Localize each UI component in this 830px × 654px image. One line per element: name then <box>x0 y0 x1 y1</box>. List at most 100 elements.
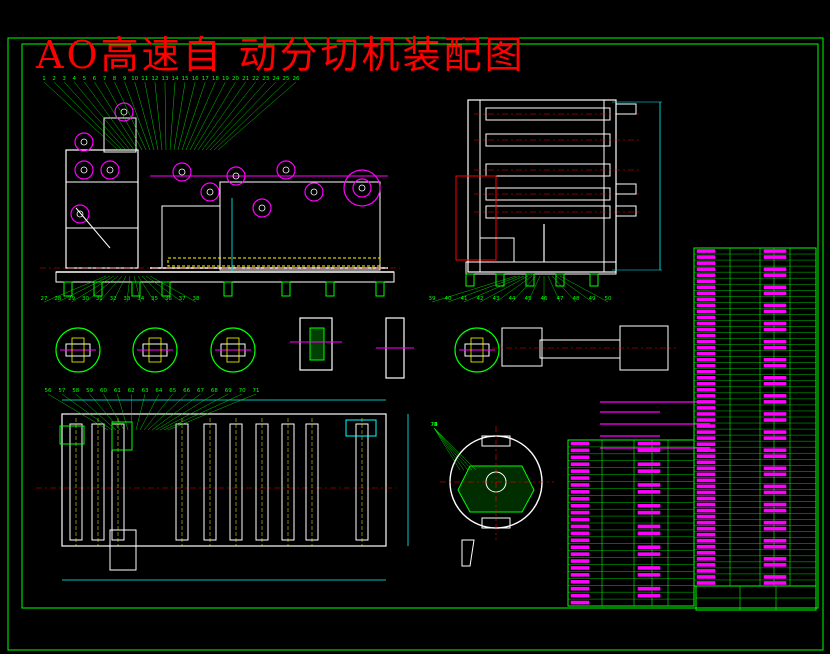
table-cell-mark <box>696 532 716 537</box>
table-cell-mark <box>570 483 590 487</box>
callout-number: 47 <box>557 296 564 302</box>
table-cell-mark <box>696 478 716 483</box>
callout-number: 5 <box>83 76 87 82</box>
table-cell-mark <box>696 460 716 465</box>
callout-number: 25 <box>282 76 289 82</box>
shaft-end <box>615 205 637 217</box>
table-cell-mark <box>696 424 716 428</box>
table-cell-mark <box>696 351 716 356</box>
callout-leader <box>117 393 129 431</box>
callout-leader <box>114 81 147 151</box>
callout-leader <box>85 275 119 303</box>
callout-leader <box>94 81 139 151</box>
callout-leader <box>141 275 169 303</box>
table-cell-mark <box>763 520 787 525</box>
callout-leader <box>167 393 257 431</box>
callout-number: 30 <box>82 296 89 302</box>
callout-number: 32 <box>110 296 117 302</box>
callout-leader <box>433 427 465 471</box>
callout-leader <box>89 393 121 431</box>
callout-leader <box>84 81 135 151</box>
callout-leader <box>217 81 297 151</box>
callout-number: 16 <box>192 76 199 82</box>
callout-leader <box>149 275 197 303</box>
callout-number: 58 <box>72 388 79 394</box>
roller-hub <box>258 204 266 212</box>
roller-hub <box>80 166 88 174</box>
callout-number: 56 <box>45 388 52 394</box>
table-cell-mark <box>763 490 787 495</box>
table-cell-mark <box>696 363 716 368</box>
foot-pad <box>131 281 141 297</box>
callout-leader <box>104 81 143 151</box>
roller-hub <box>232 172 240 180</box>
table-cell-mark <box>637 545 661 550</box>
table-cell-mark <box>696 388 716 392</box>
front-roller <box>100 160 120 180</box>
callout-leader <box>154 81 163 151</box>
callout-leader <box>433 427 461 471</box>
table-cell-mark <box>763 357 787 362</box>
table-cell-mark <box>763 363 787 368</box>
callout-leader <box>559 275 609 303</box>
foot-pad <box>63 281 73 297</box>
table-cell-mark <box>696 255 716 259</box>
roller-hub <box>178 168 186 176</box>
table-cell-mark <box>696 569 716 573</box>
mid-frame-b <box>219 181 381 271</box>
foot-pad <box>161 281 171 297</box>
shaft-housing-left <box>501 327 543 367</box>
callout-number: 43 <box>493 296 500 302</box>
callout-number: 74 <box>431 422 438 428</box>
detail-key <box>470 337 484 363</box>
table-cell-mark <box>696 333 716 338</box>
table-cell-mark <box>696 448 716 452</box>
table-cell-mark <box>763 375 787 380</box>
callout-number: 17 <box>202 76 209 82</box>
hub-hatch <box>457 465 535 513</box>
callout-number: 26 <box>293 76 300 82</box>
callout-number: 59 <box>86 388 93 394</box>
table-cell-mark <box>763 255 787 259</box>
callout-leader <box>143 393 173 431</box>
table-cell-mark <box>763 309 787 314</box>
long-shaft <box>539 339 621 359</box>
knife-holder <box>461 539 475 567</box>
table-cell-mark <box>570 559 590 563</box>
front-roller <box>70 204 90 224</box>
callout-leader <box>193 81 236 151</box>
table-cell-mark <box>763 502 787 507</box>
table-cell-mark <box>637 524 661 529</box>
callout-number: 20 <box>232 76 239 82</box>
table-cell-mark <box>696 514 716 519</box>
callout-number: 37 <box>179 296 186 302</box>
table-cell-mark <box>696 394 716 398</box>
callout-leader <box>201 81 256 151</box>
detail-circle <box>210 327 256 373</box>
table-cell-mark <box>570 545 590 550</box>
table-cell-mark <box>763 418 787 422</box>
callout-leader <box>433 427 477 471</box>
callout-leader <box>547 275 561 303</box>
table-cell-mark <box>570 510 590 515</box>
table-cell-mark <box>696 581 716 585</box>
detail-block-a <box>299 317 333 371</box>
callout-leader <box>163 393 243 431</box>
callout-leader <box>103 393 125 431</box>
table-cell-mark <box>570 490 590 494</box>
table-cell-mark <box>763 526 787 531</box>
callout-number: 21 <box>242 76 249 82</box>
tension-arm <box>75 207 111 249</box>
table-cell-mark <box>763 557 787 561</box>
front-roller <box>226 166 246 186</box>
table-cell-mark <box>637 462 661 467</box>
side-frame <box>467 99 617 273</box>
side-foot <box>589 273 599 287</box>
table-cell-mark <box>637 552 661 556</box>
table-cell-mark <box>696 291 716 296</box>
callout-leader <box>433 427 473 471</box>
callout-number: 73 <box>431 422 438 428</box>
callout-leader <box>431 275 517 303</box>
table-cell-mark <box>696 502 716 507</box>
callout-number: 70 <box>239 388 246 394</box>
